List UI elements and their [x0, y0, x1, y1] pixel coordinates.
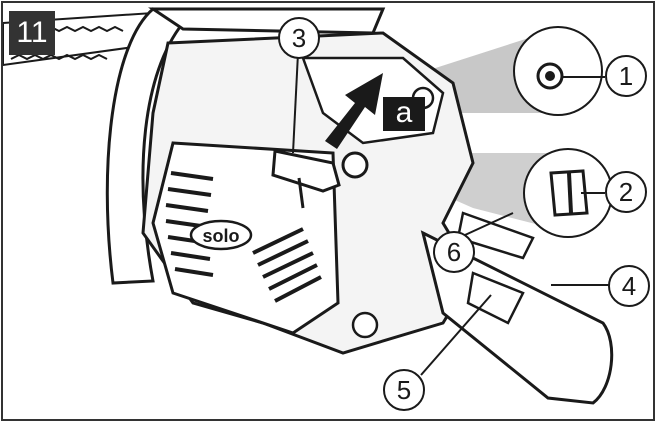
choke-knob — [341, 151, 369, 179]
figure-number-label: 11 — [9, 11, 55, 55]
starter-rope — [297, 177, 305, 209]
direction-arrow — [325, 73, 383, 149]
brand-badge — [189, 219, 253, 251]
callout-2: 2 — [605, 171, 647, 213]
throttle-trigger — [466, 271, 525, 325]
detail-switch-2-line — [567, 172, 573, 214]
front-handle — [105, 7, 186, 285]
detail-screw-1-center — [545, 71, 555, 81]
leader-lines — [292, 52, 609, 376]
callout-3: 3 — [278, 17, 320, 59]
cooling-grille — [165, 171, 322, 303]
callout-1: 1 — [605, 55, 647, 97]
chainsaw-illustration: solo — [3, 7, 614, 405]
front-handle-top — [148, 7, 386, 35]
housing-screw — [351, 311, 379, 339]
throttle-lockout — [456, 211, 535, 260]
callout-6: 6 — [433, 231, 475, 273]
callout-5: 5 — [383, 369, 425, 411]
callout-4: 4 — [608, 265, 650, 307]
brand-text: solo — [202, 226, 239, 246]
starter-handle — [271, 149, 341, 193]
figure-frame: solo — [1, 1, 655, 421]
direction-label: a — [383, 97, 425, 131]
rear-handle — [420, 230, 614, 405]
